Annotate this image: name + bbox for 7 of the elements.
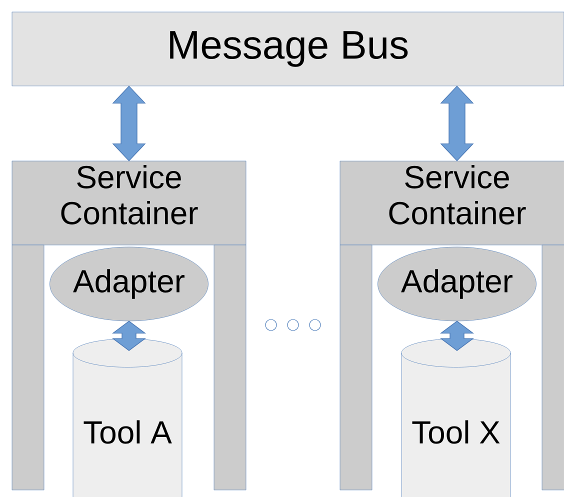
tool-cylinder: Tool X <box>401 338 511 497</box>
double-arrow <box>112 86 146 162</box>
double-arrow <box>440 86 474 162</box>
double-arrow <box>112 320 146 352</box>
bus-box: Message Bus <box>12 12 564 86</box>
tool-cylinder: Tool A <box>72 338 182 497</box>
double-arrow <box>440 320 474 352</box>
